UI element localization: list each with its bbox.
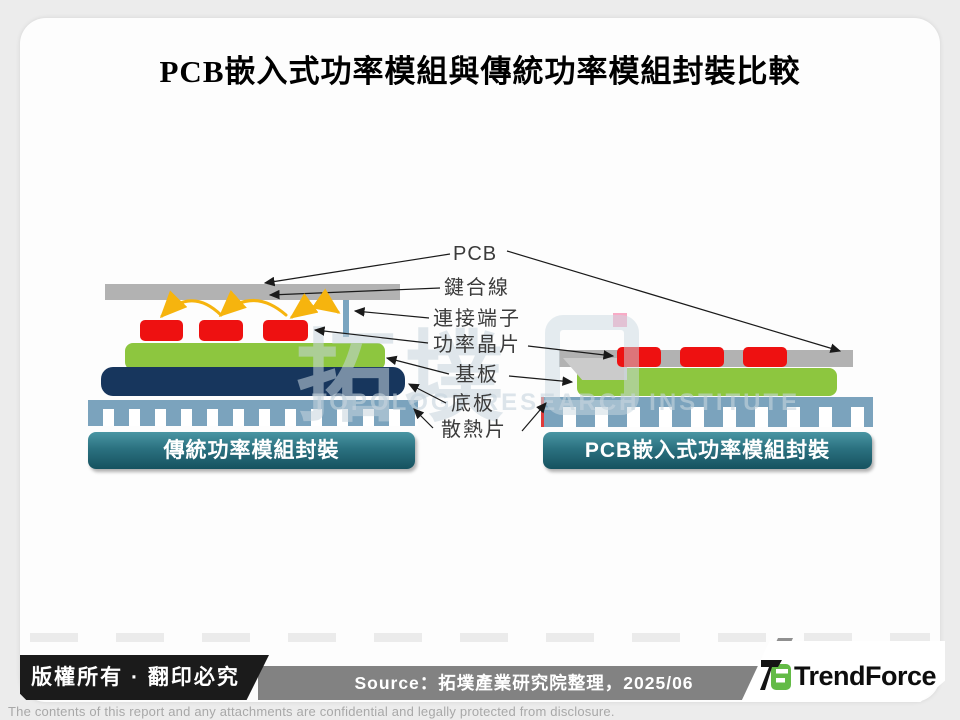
label-pcb: PCB [453, 243, 498, 265]
heatsink-right-fins [544, 407, 873, 427]
pcb-shadow-wedge [563, 358, 627, 380]
power-chip [263, 320, 308, 341]
slide-title: PCB嵌入式功率模組與傳統功率模組封裝比較 [159, 54, 801, 89]
heatsink-right-base [544, 397, 873, 407]
power-chip [140, 320, 183, 341]
substrate-layer-left [125, 343, 385, 370]
power-chip [199, 320, 243, 341]
power-chip [743, 347, 787, 367]
footer-watermark-row [30, 633, 930, 642]
baseplate-layer [101, 367, 405, 396]
power-chip [617, 347, 661, 367]
pink-marker [613, 313, 627, 327]
label-heatsink: 散熱片 [441, 419, 507, 441]
label-terminal: 連接端子 [433, 308, 521, 330]
caption-traditional: 傳統功率模組封裝 [88, 432, 415, 469]
label-baseplate: 底板 [451, 393, 495, 415]
heatsink-left-fins [88, 409, 418, 426]
trendforce-brand-text: TrendForce [794, 661, 937, 691]
disclaimer-text: The contents of this report and any atta… [8, 704, 615, 719]
label-power-chip: 功率晶片 [433, 334, 521, 356]
copyright-ribbon: 版權所有 · 翻印必究 [20, 655, 269, 700]
label-substrate: 基板 [455, 364, 499, 386]
label-bonding-wire: 鍵合線 [444, 277, 510, 299]
power-chip [680, 347, 724, 367]
trendforce-logo-icon [760, 660, 791, 690]
terminal-pin [343, 297, 349, 337]
pcb-bar-left [105, 284, 400, 300]
source-ribbon: Source：拓墣產業研究院整理，2025/06 [258, 666, 790, 700]
heatsink-left-base [88, 400, 418, 409]
caption-embedded: PCB嵌入式功率模組封裝 [543, 432, 872, 469]
